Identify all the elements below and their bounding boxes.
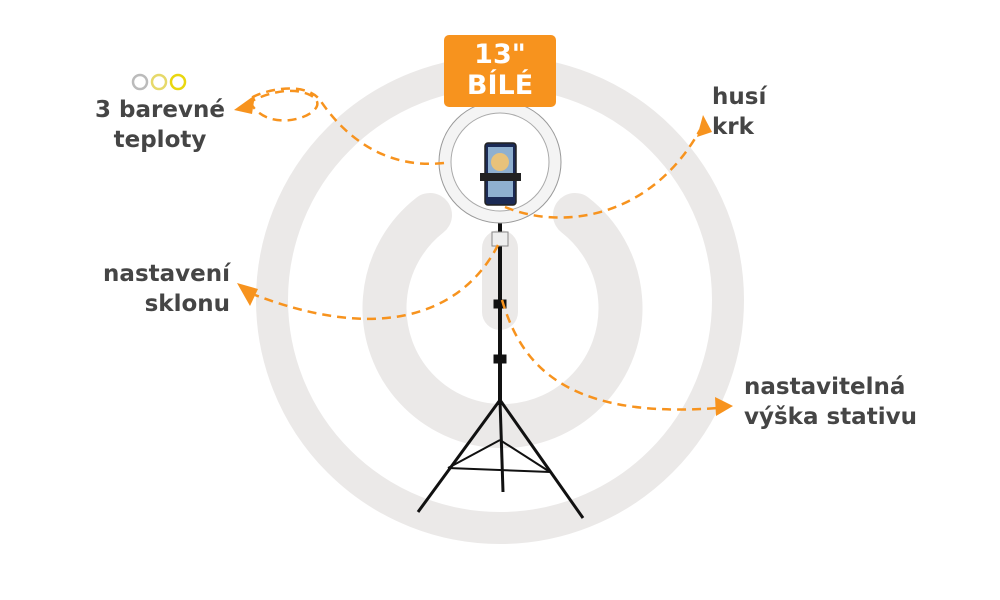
size-color-badge: 13" BÍLÉ [444,35,556,107]
power-symbol-arc [362,193,643,449]
badge-color: BÍLÉ [466,70,534,101]
label-line: krk [712,114,754,140]
label-gooseneck: husí krk [712,82,766,142]
ring-light [438,100,562,224]
label-line: 3 barevné [95,97,225,123]
label-tilt-adjustment: nastavení sklonu [90,259,230,319]
label-line: sklonu [144,291,230,317]
color-temperature-icons [131,73,187,91]
arrow-heads [234,95,733,416]
label-line: husí [712,84,767,110]
label-color-temperatures: 3 barevné teploty [90,95,230,155]
tripod [416,215,585,519]
badge-size: 13" [474,39,526,70]
label-line: výška stativu [744,404,917,430]
label-line: nastavení [103,261,230,287]
label-adjustable-height: nastavitelná výška stativu [744,372,917,432]
label-line: nastavitelná [744,374,906,400]
label-line: teploty [113,127,207,153]
